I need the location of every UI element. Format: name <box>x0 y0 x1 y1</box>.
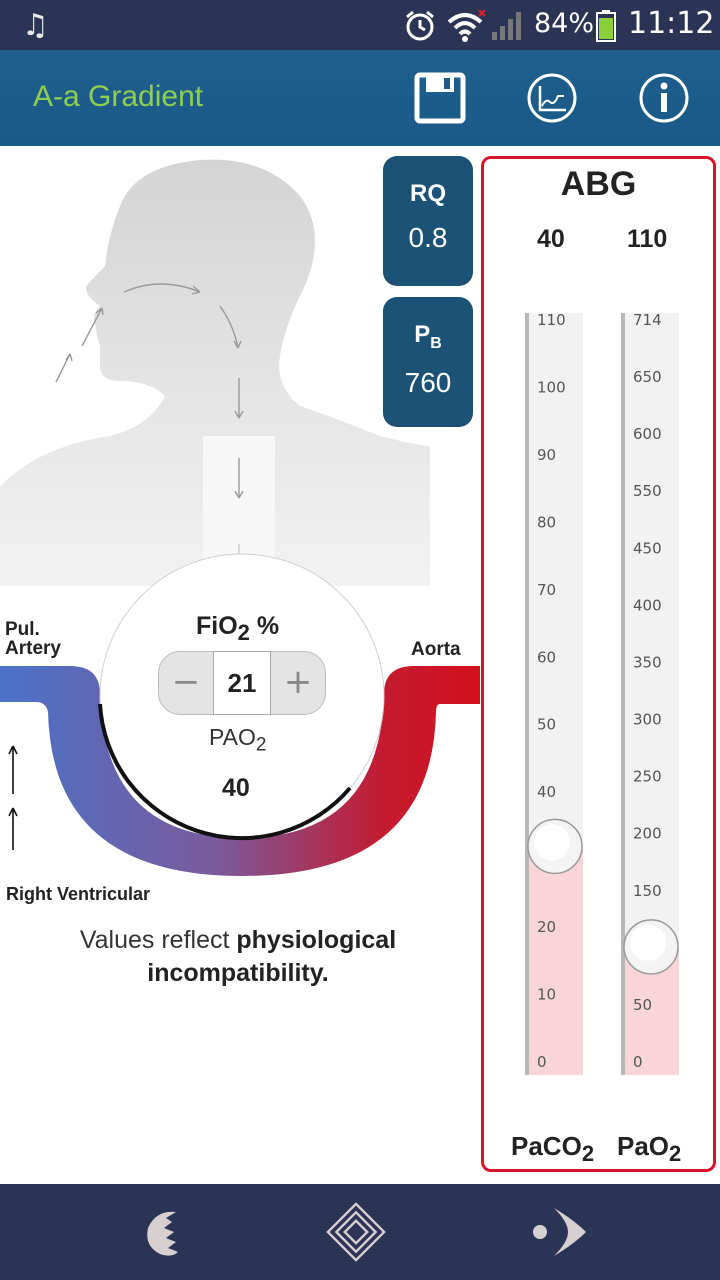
pao2-tick-label: 300 <box>633 711 662 729</box>
paco2-tick-label: 90 <box>537 446 556 464</box>
rq-label: RQ <box>410 180 446 207</box>
pao2-tick-label: 450 <box>633 539 662 557</box>
paco2-label: PaCO2 <box>511 1131 595 1167</box>
alarm-clock-icon <box>406 10 434 41</box>
paco2-tick-label: 100 <box>537 378 566 396</box>
paco2-tick-label: 110 <box>537 311 566 329</box>
paco2-tick-label: 80 <box>537 513 556 531</box>
pao2-tick-label: 0 <box>633 1053 643 1071</box>
pao2-tick-label: 550 <box>633 482 662 500</box>
pao2-tick-label: 350 <box>633 653 662 671</box>
paco2-tick-label: 40 <box>537 783 556 801</box>
pao2-label: PAO2 <box>209 724 267 756</box>
chart-icon[interactable] <box>526 72 578 124</box>
diamond-icon[interactable] <box>326 1202 386 1262</box>
pb-box[interactable]: PB 760 <box>383 297 473 427</box>
paco2-knob-highlight <box>534 824 570 861</box>
paco2-tick-label: 70 <box>537 581 556 599</box>
pao2-tick-label: 150 <box>633 882 662 900</box>
fio2-decrement-button[interactable]: − <box>171 662 201 702</box>
paco2-value: 40 <box>537 225 565 253</box>
pao2-tick-label: 200 <box>633 825 662 843</box>
pao2-tick-label: 250 <box>633 768 662 786</box>
pb-value: 760 <box>404 366 452 398</box>
pao2-abg-value: 110 <box>627 225 668 253</box>
bottom-nav <box>0 1184 720 1280</box>
save-icon[interactable] <box>414 72 466 124</box>
abg-sliders: 1101009080706050403020100714650600550450… <box>525 311 679 1075</box>
app-bar: A-a Gradient <box>0 50 720 146</box>
status-bar: ♫ 84% 11:12 <box>0 0 720 50</box>
pb-label: PB <box>414 321 442 352</box>
battery-icon <box>596 10 616 42</box>
pao2-tick-label: 714 <box>633 311 662 329</box>
wifi-icon <box>447 10 486 42</box>
paco2-fill <box>525 846 583 1075</box>
pao2-rail <box>621 313 625 1075</box>
app-title: A-a Gradient <box>33 80 204 113</box>
pao2-tick-label: 50 <box>633 996 652 1014</box>
paco2-tick-label: 50 <box>537 716 556 734</box>
rq-value: 0.8 <box>408 222 448 253</box>
clock: 11:12 <box>628 6 715 41</box>
abg-panel: ABG 40 110 11010090807060504030201007146… <box>481 156 716 1172</box>
pao2-value: 40 <box>222 774 250 802</box>
gradient-diagram: RQ 0.8 PB 760 Pul.Artery Aorta Right Ven… <box>0 146 480 1184</box>
right-ventricular-label: Right Ventricular <box>6 884 151 904</box>
paco2-tick-label: 0 <box>537 1053 547 1071</box>
fio2-increment-button[interactable]: + <box>283 662 313 702</box>
signal-icon <box>492 12 521 40</box>
pao2-tick-label: 600 <box>633 425 662 443</box>
battery-percentage: 84% <box>534 8 595 39</box>
music-note-icon: ♫ <box>22 8 49 43</box>
paco2-tick-label: 10 <box>537 986 556 1004</box>
paco2-tick-label: 20 <box>537 918 556 936</box>
pao2-abg-label: PaO2 <box>617 1131 682 1167</box>
pao2-tick-label: 650 <box>633 368 662 386</box>
paco2-tick-label: 60 <box>537 648 556 666</box>
pao2-knob-highlight <box>630 924 666 961</box>
next-arrow-icon[interactable] <box>528 1202 588 1262</box>
abg-title: ABG <box>560 165 637 203</box>
rq-box[interactable]: RQ 0.8 <box>383 156 473 286</box>
pao2-slider[interactable]: 714650600550450400350300250200150100500 <box>621 311 679 1075</box>
paco2-rail <box>525 313 529 1075</box>
fio2-stepper: − 21 + <box>158 651 326 715</box>
pul-artery-label: Pul.Artery <box>5 619 61 659</box>
paco2-slider[interactable]: 1101009080706050403020100 <box>525 311 583 1075</box>
fio2-value-input[interactable]: 21 <box>213 651 271 715</box>
aorta-label: Aorta <box>411 639 461 660</box>
info-icon[interactable] <box>638 72 690 124</box>
pao2-tick-label: 400 <box>633 596 662 614</box>
fio2-label: FiO2 % <box>196 612 280 645</box>
lung-icon[interactable] <box>136 1202 196 1262</box>
